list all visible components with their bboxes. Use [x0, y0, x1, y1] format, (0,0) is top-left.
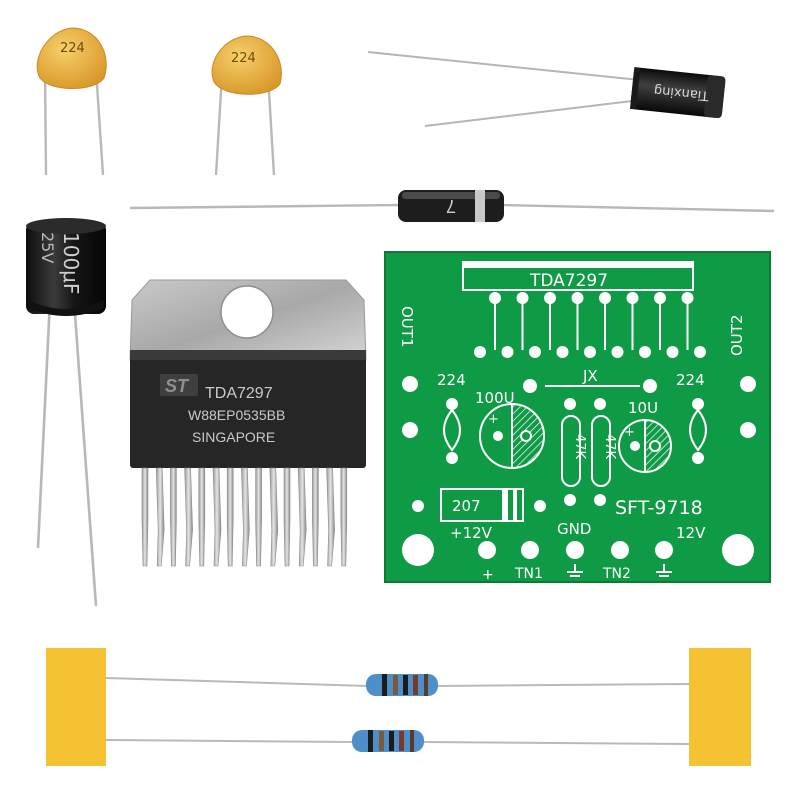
- tape-left: [46, 648, 106, 766]
- taped-resistors: [46, 648, 751, 766]
- chip-pin: [297, 467, 307, 567]
- chip-pin: [184, 467, 193, 567]
- pcb-diode-label: 207: [452, 497, 481, 515]
- diode-mark: 7: [446, 196, 456, 216]
- chip-pin: [198, 467, 206, 567]
- chip-pin: [155, 467, 165, 567]
- pcb-ic-pads: [474, 292, 706, 358]
- st-logo-text: ST: [165, 376, 190, 396]
- pcb-cap-right-label: 224: [676, 371, 705, 389]
- pcb-board: TDA7297 JX OUT1 OUT2 - + 224 224 100U: [384, 251, 771, 583]
- small-electrolytic-capacitor: Tianxing: [367, 51, 726, 127]
- ceramic-cap-2-label: 224: [231, 51, 256, 66]
- ground-symbol-1: [567, 564, 583, 577]
- chip-pin: [255, 467, 262, 567]
- chip-pin: [226, 467, 234, 567]
- mounting-hole: [220, 285, 274, 339]
- small-ecap-brand: Tianxing: [653, 82, 710, 103]
- pcb-plus-bottom-label: +: [482, 567, 494, 583]
- pcb-ic-label: TDA7297: [529, 271, 608, 291]
- svg-text:+: +: [488, 412, 499, 427]
- resistor-2: [105, 730, 690, 752]
- pcb-gnd-label: GND: [557, 520, 591, 538]
- svg-text:+: +: [624, 425, 635, 440]
- chip-origin: SINGAPORE: [192, 429, 275, 445]
- large-ecap-value: 100μF: [59, 232, 83, 294]
- chip-part-number: TDA7297: [205, 385, 273, 402]
- ceramic-cap-1-label: 224: [60, 41, 85, 56]
- pcb-pad: [639, 346, 651, 358]
- pcb-res1-label: 47K: [572, 434, 587, 460]
- st-logo: ST: [160, 374, 198, 396]
- chip-pin: [269, 467, 279, 567]
- tda7297-chip: ST TDA7297 W88EP0535BB SINGAPORE: [129, 279, 367, 567]
- chip-pin: [212, 467, 222, 567]
- pcb-ecap-left-label: 100U: [475, 389, 515, 407]
- chip-pin: [241, 467, 250, 567]
- ground-symbol-2: [656, 564, 672, 577]
- chip-pin: [283, 467, 291, 567]
- tape-right: [689, 648, 751, 766]
- chip-pin: [326, 467, 335, 567]
- pcb-jx-label: JX: [582, 367, 598, 385]
- chip-pin: [340, 467, 348, 567]
- pcb-tn1-label: TN1: [514, 566, 543, 582]
- chip-pin: [312, 467, 319, 567]
- pcb-cap-left-label: 224: [437, 371, 466, 389]
- resistor-1: [105, 674, 690, 696]
- large-electrolytic-capacitor: 100μF 25V: [26, 218, 106, 607]
- pcb-pad: [666, 346, 679, 358]
- pcb-pad: [584, 346, 596, 358]
- pcb-12v-label: 12V: [676, 524, 706, 542]
- pcb-pad: [501, 346, 514, 358]
- pcb-pad: [529, 346, 541, 358]
- pcb-pad: [611, 346, 624, 358]
- chip-pin: [170, 467, 177, 567]
- chip-pins: [141, 467, 348, 567]
- ceramic-capacitor-1: 224: [36, 27, 107, 176]
- pcb-model-label: SFT-9718: [615, 497, 703, 519]
- chip-pin: [141, 467, 149, 567]
- large-ecap-voltage: 25V: [38, 232, 57, 263]
- diode: 7: [129, 190, 775, 222]
- pcb-out1-label: OUT1: [398, 306, 416, 348]
- pcb-plus-right-label: +: [744, 420, 756, 436]
- chip-lot-code: W88EP0535BB: [188, 407, 285, 423]
- ceramic-capacitor-2: 224: [211, 35, 282, 176]
- pcb-res2-label: 47K: [602, 434, 617, 460]
- pcb-ecap-right-label: 10U: [628, 399, 658, 417]
- pcb-pad: [694, 346, 706, 358]
- pcb-out2-label: OUT2: [728, 315, 746, 357]
- pcb-minus-label: -: [748, 383, 753, 399]
- pcb-pad: [474, 346, 486, 358]
- pcb-plus12v-label: +12V: [450, 524, 493, 542]
- pcb-tn2-label: TN2: [602, 566, 631, 582]
- pcb-pad: [556, 346, 569, 358]
